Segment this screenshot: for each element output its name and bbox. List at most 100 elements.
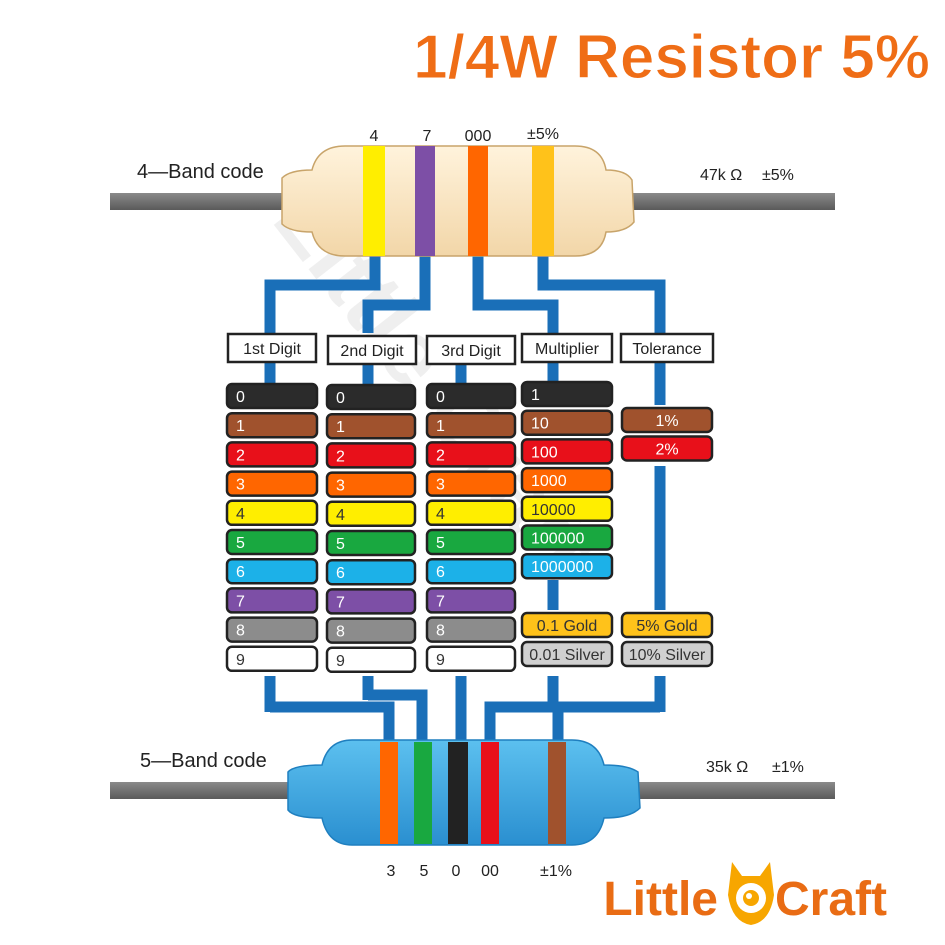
digit-chip-2-3: 3 [325,471,417,498]
chip-swatch [225,528,319,556]
chip-label: 0.1 Gold [537,618,597,635]
chip-swatch [225,616,319,643]
chip-label: 0.01 Silver [529,647,605,664]
chip-label: 5% Gold [636,618,697,635]
digit-chip-3-8: 8 [425,616,517,643]
chip-swatch [225,470,319,497]
chip-swatch [225,645,319,673]
chip-label: 8 [236,623,245,640]
chip-swatch [520,495,614,523]
chip-label: 5 [236,535,245,552]
multiplier-chip-100000: 100000 [520,524,614,551]
chip-label: 1% [655,413,678,430]
color-chips: 0123456789012345678901234567891101001000… [225,380,714,674]
chip-label: 9 [436,652,445,669]
chip-label: 1000000 [531,559,593,576]
band-label-5: ±1% [540,863,572,880]
chip-swatch [425,382,517,410]
chip-swatch [225,411,319,439]
digit-chip-2-6: 6 [325,558,417,586]
multiplier-chip-10: 10 [520,409,614,436]
brand-left: Little [603,873,718,926]
digit-chip-3-9: 9 [425,645,517,673]
chip-label: 2 [336,448,345,465]
chip-label: 100 [531,444,558,461]
digit-chip-1-8: 8 [225,616,319,643]
digit-chip-1-0: 0 [225,382,319,410]
chip-swatch [225,587,319,614]
resistor-body [281,145,635,257]
chip-label: 10% Silver [629,647,706,664]
multiplier-chip-1000: 1000 [520,466,614,494]
chip-swatch [520,552,614,580]
multiplier-chip-100: 100 [520,438,614,465]
multiplier-chip-10000: 10000 [520,495,614,523]
chip-label: 0 [436,389,445,406]
chip-label: 1 [336,419,345,436]
chip-swatch [520,640,614,668]
chip-label: 10000 [531,502,576,519]
tolerance-chip-1: 2% [620,435,714,462]
chip-label: 5 [336,536,345,553]
chip-swatch [520,409,614,436]
digit-chip-3-3: 3 [425,470,517,497]
chip-label: 8 [436,623,445,640]
multiplier-chip-1: 1 [520,380,614,408]
digit-chip-1-2: 2 [225,441,319,468]
chip-swatch [325,412,417,440]
digit-chip-3-1: 1 [425,411,517,439]
chip-swatch [325,500,417,528]
chip-label: 9 [336,653,345,670]
chip-label: 100000 [531,531,584,548]
connector-lines [264,248,666,745]
digit-chip-2-8: 8 [325,617,417,644]
digit-chip-2-9: 9 [325,646,417,674]
chip-swatch [325,617,417,644]
four-band-tolerance: ±5% [762,167,794,184]
header-1st-digit: 1st Digit [226,332,318,364]
band-label-4: 00 [481,863,499,880]
four-band-label: 4—Band code [137,161,264,183]
four-band-value: 47k Ω [700,167,742,184]
chip-label: 7 [436,593,445,610]
header-label: 2nd Digit [340,343,404,360]
digit-chip-3-0: 0 [425,382,517,410]
chip-label: 1 [236,418,245,435]
chip-label: 2 [236,447,245,464]
chip-swatch [425,557,517,585]
chip-label: 8 [336,624,345,641]
chip-label: 3 [336,478,345,495]
five-band-label: 5—Band code [140,750,267,772]
band-4 [532,146,554,256]
chip-swatch [425,441,517,468]
chip-swatch [225,557,319,585]
chip-swatch [325,588,417,615]
band-label-2: 5 [420,863,429,880]
digit-chip-2-5: 5 [325,529,417,557]
digit-chip-1-6: 6 [225,557,319,585]
four-band-resistor: 4 7 000 ±5% 4—Band code 47k Ω ±5% [110,126,835,257]
chip-swatch [620,435,714,462]
digit-chip-3-7: 7 [425,587,517,614]
chip-swatch [425,616,517,643]
digit-chip-1-5: 5 [225,528,319,556]
digit-chip-2-0: 0 [325,383,417,411]
chip-swatch [225,441,319,468]
chip-label: 10 [531,416,549,433]
band-2 [415,146,435,256]
chip-label: 7 [236,593,245,610]
chip-swatch [425,645,517,673]
chip-swatch [620,640,714,668]
band-label-3: 0 [452,863,461,880]
band-2 [414,742,432,844]
five-band-resistor: 3 5 0 00 ±1% 5—Band code 35k Ω ±1% [110,739,835,880]
chip-label: 5 [436,535,445,552]
lead-left [110,193,290,210]
chip-swatch [520,438,614,465]
header-label: 1st Digit [243,341,301,358]
chip-swatch [325,383,417,411]
brand-logo: Little Craft [603,862,887,926]
band-5 [548,742,566,844]
